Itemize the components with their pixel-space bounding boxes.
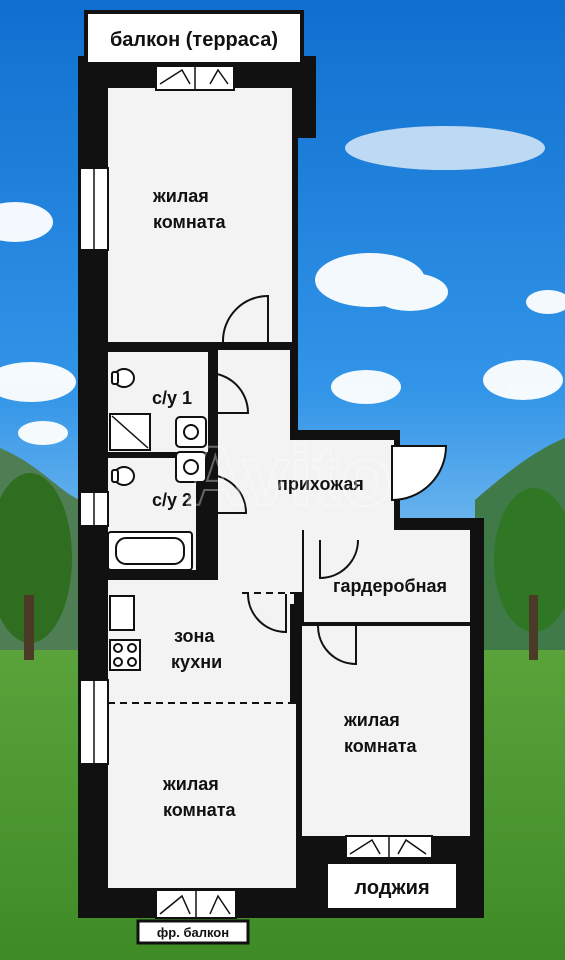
bathroom-1-label: с/у 1 <box>152 388 192 408</box>
door-icon <box>247 593 287 634</box>
door-icon <box>207 372 250 414</box>
window-icon <box>79 679 109 765</box>
door-icon <box>319 539 359 580</box>
room-kitchen <box>108 580 290 704</box>
trees <box>0 473 565 660</box>
shower-icon <box>109 413 151 451</box>
window-icon <box>155 889 237 919</box>
bathroom-2-label: с/у 2 <box>152 490 192 510</box>
room-wardrobe <box>304 530 470 622</box>
living-room-top-label-line1: жилая <box>152 186 209 206</box>
zone-dividers <box>108 592 296 704</box>
door-icon <box>221 294 269 343</box>
living-room-right-label-line2: комната <box>344 736 418 756</box>
room-hallway <box>218 350 394 592</box>
window-icon <box>155 65 235 91</box>
rooms <box>108 88 470 888</box>
balcony-terrace-label: балкон (терраса) <box>110 29 278 51</box>
living-room-bottom-label-line2: комната <box>163 800 237 820</box>
clouds <box>0 126 565 445</box>
doors <box>207 294 448 666</box>
toilet-icon <box>111 466 135 486</box>
fixtures <box>107 368 207 671</box>
french-balcony-box: фр. балкон <box>136 919 250 945</box>
sink-icon <box>175 416 207 448</box>
living-room-right-label-line1: жилая <box>343 710 400 730</box>
kitchen-zone-label-line1: зона <box>174 626 215 646</box>
window-icon <box>79 167 109 251</box>
room-living-top <box>108 88 292 342</box>
watermark: Avito <box>185 429 392 523</box>
kitchen-zone-label-line2: кухни <box>171 652 222 672</box>
windows <box>79 65 433 919</box>
window-icon <box>345 835 433 859</box>
french-balcony-label: фр. балкон <box>157 925 229 940</box>
loggia-box: лоджия <box>324 860 460 912</box>
loggia-label: лоджия <box>354 877 429 899</box>
toilet-icon <box>111 368 135 388</box>
hallway-kitchen-opening <box>196 592 294 604</box>
door-icon <box>391 445 448 502</box>
room-living-bottom <box>108 704 296 888</box>
hallway-label: прихожая <box>277 474 364 494</box>
wardrobe-label: гардеробная <box>333 576 447 596</box>
balcony-terrace-box: балкон (терраса) <box>84 10 304 66</box>
living-room-top-label-line2: комната <box>153 212 227 232</box>
room-living-right <box>302 626 470 836</box>
sink-icon <box>175 451 207 483</box>
door-icon <box>207 474 248 514</box>
stove-icon <box>109 595 141 671</box>
door-icon <box>317 625 357 666</box>
bathtub-icon <box>107 531 193 571</box>
living-room-bottom-label-line1: жилая <box>162 774 219 794</box>
window-icon <box>79 491 109 527</box>
